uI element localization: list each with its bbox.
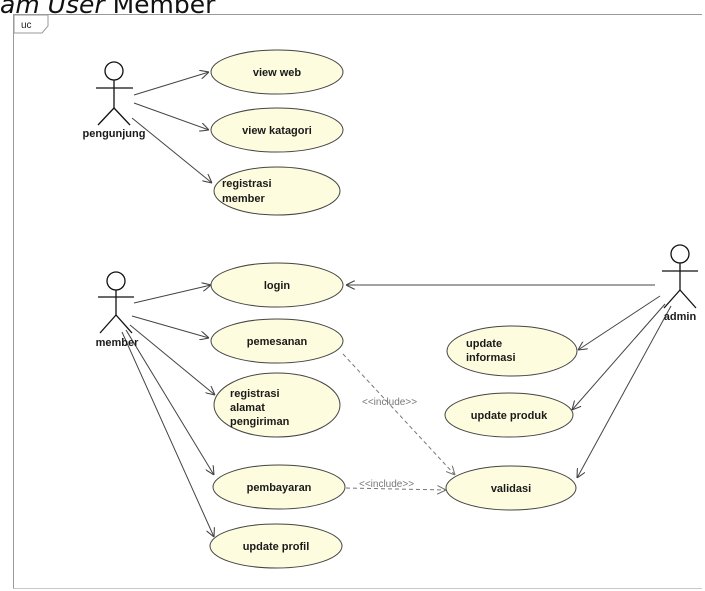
label-registrasi-alamat-3: pengiriman xyxy=(230,416,290,428)
actor-admin-label: admin xyxy=(664,311,697,323)
label-update-profil: update profil xyxy=(243,541,310,553)
usecase-registrasi-alamat-pengiriman xyxy=(213,372,341,438)
label-login: login xyxy=(264,280,291,292)
assoc-pengunjung-view-katagori xyxy=(133,102,209,130)
include-label-2: <<include>> xyxy=(359,479,414,490)
actor-member-figure xyxy=(98,271,134,334)
include-label-1: <<include>> xyxy=(362,397,417,408)
include-pembayaran-validasi xyxy=(345,488,446,490)
assoc-admin-validasi xyxy=(577,305,672,478)
usecase-login xyxy=(210,262,344,308)
label-registrasi-alamat-1: registrasi xyxy=(230,388,280,400)
usecase-pemesanan xyxy=(210,318,344,364)
label-pemesanan: pemesanan xyxy=(247,336,308,348)
uc-frame xyxy=(13,14,702,589)
label-update-informasi-2: informasi xyxy=(466,352,516,364)
label-update-informasi-1: update xyxy=(466,338,502,350)
label-registrasi-member-2: member xyxy=(222,193,266,205)
frame-tag-label: uc xyxy=(21,20,32,31)
label-validasi: validasi xyxy=(491,483,531,495)
usecase-pembayaran xyxy=(212,464,346,510)
assoc-member-pemesanan xyxy=(131,315,209,338)
actor-member-label: member xyxy=(96,337,140,349)
assoc-member-update-profil xyxy=(121,331,214,537)
label-view-katagori: view katagori xyxy=(242,125,312,137)
assoc-admin-update-produk xyxy=(572,303,666,410)
usecase-validasi xyxy=(445,465,577,511)
include-pemesanan-validasi xyxy=(342,353,455,475)
usecase-view-web xyxy=(210,49,344,95)
actor-pengunjung-label: pengunjung xyxy=(83,128,146,140)
assoc-member-pembayaran xyxy=(125,329,214,475)
actor-admin-figure xyxy=(662,244,698,309)
usecase-update-produk xyxy=(444,392,574,438)
usecase-view-katagori xyxy=(210,107,344,153)
assoc-admin-update-informasi xyxy=(578,295,661,350)
assoc-pengunjung-view-web xyxy=(133,72,209,96)
label-view-web: view web xyxy=(253,67,302,79)
label-update-produk: update produk xyxy=(471,410,548,422)
usecase-registrasi-member xyxy=(213,166,341,216)
label-registrasi-member-1: registrasi xyxy=(222,178,272,190)
assoc-member-registrasi-alamat xyxy=(129,324,215,395)
actor-pengunjung-figure xyxy=(96,61,133,126)
label-pembayaran: pembayaran xyxy=(247,482,312,494)
frame-tag: uc xyxy=(13,14,49,34)
assoc-member-login xyxy=(133,285,211,304)
label-registrasi-alamat-2: alamat xyxy=(230,402,265,414)
usecase-update-informasi xyxy=(446,325,578,377)
assoc-pengunjung-registrasi-member xyxy=(131,117,212,183)
usecase-update-profil xyxy=(209,523,343,569)
